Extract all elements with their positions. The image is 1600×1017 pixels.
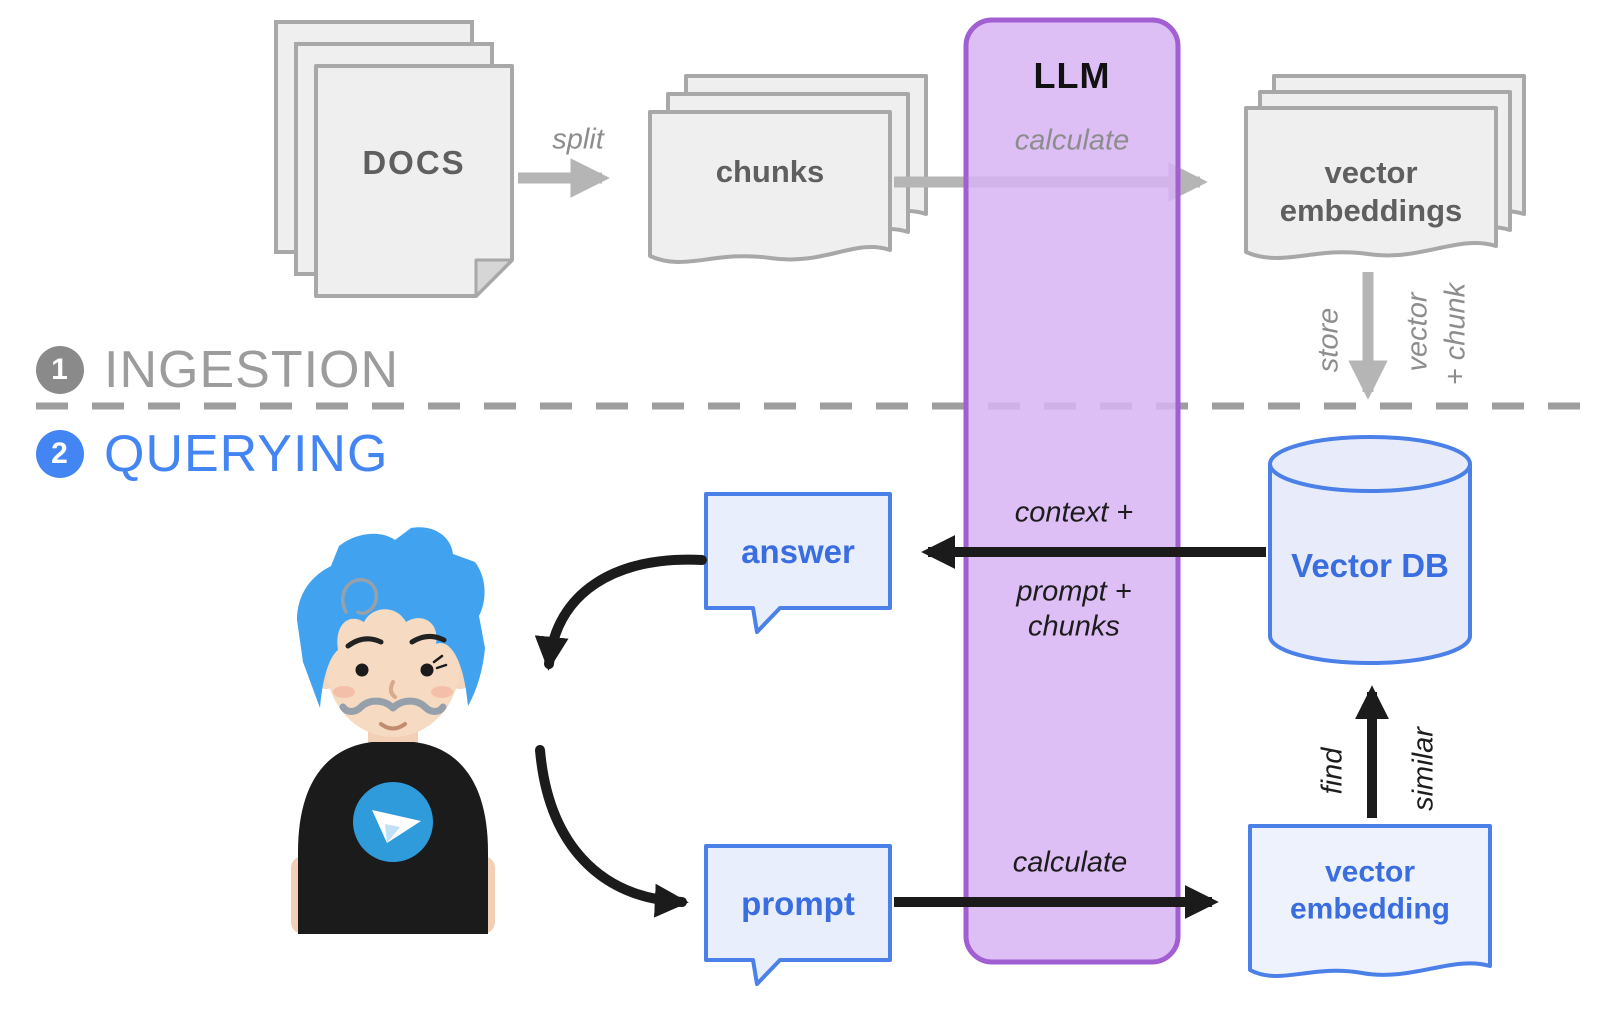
avatar-mustache	[339, 697, 447, 715]
find-edge-label: find	[1316, 747, 1349, 795]
vector-embeddings-stack	[1244, 74, 1526, 260]
answer-box-shape	[704, 492, 892, 634]
vector-embedding-label: vector embedding	[1289, 855, 1451, 925]
chunks-label: chunks	[715, 154, 825, 189]
prompt-box-shape	[704, 844, 892, 986]
page-fold-icon	[474, 258, 514, 298]
llm-label: LLM	[1033, 55, 1111, 96]
docs-stack	[274, 20, 514, 298]
vector-embeddings-label: vector embeddings	[1279, 155, 1463, 228]
vector-embedding-page	[1248, 824, 1492, 978]
prompt-chunks-edge-label: prompt + chunks	[1016, 575, 1132, 643]
llm-panel	[963, 17, 1181, 965]
store-edge-label: store	[1312, 307, 1345, 373]
vector-db-cylinder	[1268, 435, 1472, 665]
user-to-prompt-arrow	[535, 745, 689, 918]
querying-title: QUERYING	[104, 425, 389, 483]
paperclip-icon	[341, 578, 379, 615]
querying-number-badge: 2	[36, 430, 84, 478]
calculate-top-label: calculate	[1014, 124, 1130, 157]
avatar-hair	[297, 527, 485, 708]
user-avatar	[291, 527, 495, 934]
ingestion-number-badge: 1	[36, 346, 84, 394]
avatar-face	[326, 591, 460, 737]
ingestion-title: INGESTION	[104, 341, 400, 399]
vector-edge-label: vector	[1401, 292, 1434, 372]
chunk-edge-label: + chunk	[1439, 282, 1472, 386]
answer-label: answer	[741, 533, 855, 570]
context-edge-label: context +	[1014, 496, 1134, 529]
answer-to-user-arrow	[534, 554, 707, 671]
similar-edge-label: similar	[1407, 727, 1440, 811]
docs-label: DOCS	[362, 144, 466, 181]
vector-db-label: Vector DB	[1291, 547, 1449, 584]
split-edge-label: split	[552, 123, 604, 156]
section-ingestion: 1 INGESTION	[36, 340, 399, 400]
prompt-label: prompt	[741, 885, 855, 922]
chunks-stack	[648, 74, 928, 264]
section-querying: 2 QUERYING	[36, 424, 388, 484]
calculate-bottom-label: calculate	[1012, 846, 1128, 879]
